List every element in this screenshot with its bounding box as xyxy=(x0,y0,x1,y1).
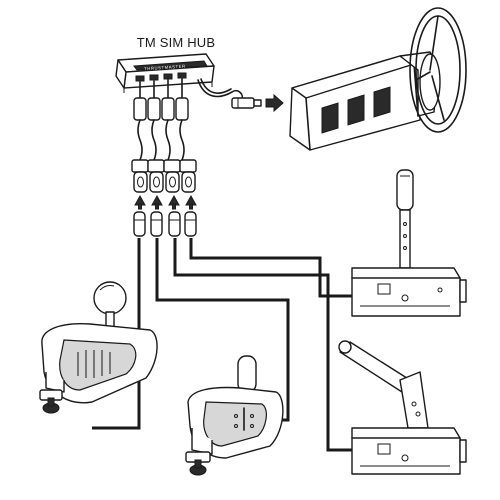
cables xyxy=(92,238,352,452)
connector-stack xyxy=(131,78,197,237)
arrow-up-icons xyxy=(134,194,197,210)
sim-hub: THRUSTMASTER xyxy=(115,53,215,93)
center-shifter xyxy=(185,355,284,476)
cable-handbrake xyxy=(173,238,352,452)
h-shifter xyxy=(39,281,158,414)
hub-label: TM SIM HUB xyxy=(136,35,216,50)
cable-left-shifter xyxy=(92,238,141,430)
sequential-shifter xyxy=(351,169,467,317)
handbrake xyxy=(338,340,467,475)
wheel-base xyxy=(289,7,467,151)
hub-brand-text: THRUSTMASTER xyxy=(144,63,186,71)
arrow-right-icon xyxy=(265,93,284,113)
usb-cable xyxy=(197,78,284,113)
cable-sequential-shifter xyxy=(189,238,352,298)
